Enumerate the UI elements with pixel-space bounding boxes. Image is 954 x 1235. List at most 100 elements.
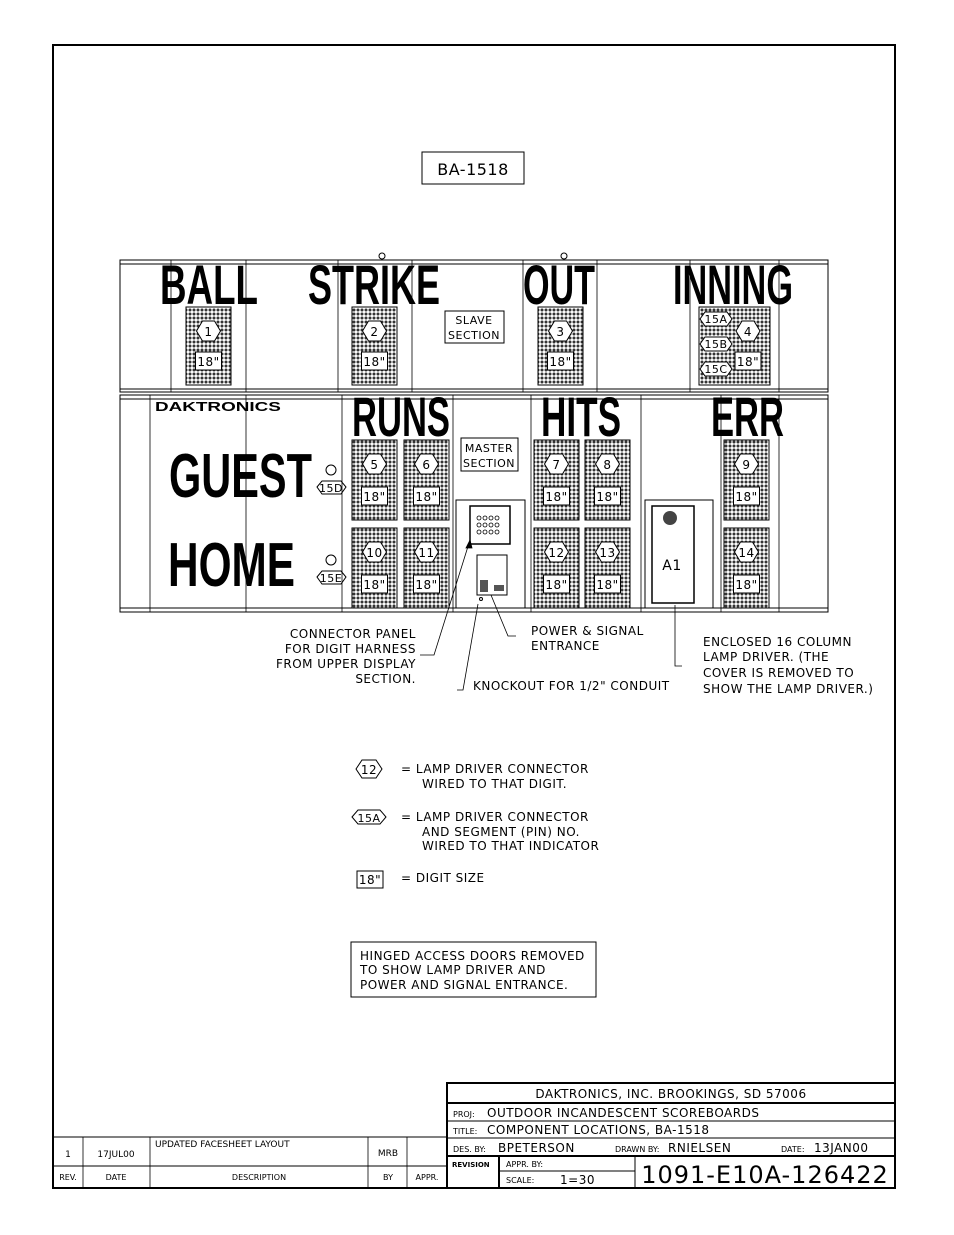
svg-text:HINGED ACCESS DOORS REMOVED: HINGED ACCESS DOORS REMOVED xyxy=(360,949,585,963)
connector-hex xyxy=(733,453,760,475)
svg-text:= LAMP DRIVER CONNECTOR: = LAMP DRIVER CONNECTOR xyxy=(401,810,589,824)
headings: BALL STRIKE OUT INNING RUNS HITS ERR GUE… xyxy=(155,253,793,600)
drawing-title: COMPONENT LOCATIONS, BA-1518 xyxy=(487,1123,709,1137)
svg-text:WIRED TO THAT DIGIT.: WIRED TO THAT DIGIT. xyxy=(422,777,567,791)
legend: 12 = LAMP DRIVER CONNECTOR WIRED TO THAT… xyxy=(351,759,599,889)
digit-size: 18" xyxy=(545,578,567,592)
svg-text:APPR. BY:: APPR. BY: xyxy=(506,1160,543,1169)
callout-power-signal: POWER & SIGNAL ENTRANCE xyxy=(531,624,644,653)
indicator-15b: 15B xyxy=(699,336,733,352)
hex-connector-symbol xyxy=(355,759,383,779)
connector-hex xyxy=(361,453,388,475)
digit-number: 8 xyxy=(603,458,611,472)
digit-size: 18" xyxy=(363,490,385,504)
connector-panel xyxy=(469,505,511,545)
svg-text:DES. BY:: DES. BY: xyxy=(453,1145,486,1154)
callout-connector-panel: CONNECTOR PANEL FOR DIGIT HARNESS FROM U… xyxy=(276,627,416,686)
digit-number: 6 xyxy=(422,458,430,472)
digit-number: 4 xyxy=(744,325,752,339)
svg-text:FOR DIGIT HARNESS: FOR DIGIT HARNESS xyxy=(285,642,416,656)
indicator-lamp-icon xyxy=(325,464,337,476)
digit-number: 7 xyxy=(552,458,560,472)
title-block: DAKTRONICS, INC. BROOKINGS, SD 57006 PRO… xyxy=(446,1082,896,1189)
svg-text:PROJ:: PROJ: xyxy=(453,1110,475,1119)
digit-size: 18" xyxy=(197,355,219,369)
digit-module-3: 318" xyxy=(537,306,584,386)
indicator-15d: 15D xyxy=(316,464,347,495)
svg-text:SCALE:: SCALE: xyxy=(506,1176,534,1185)
indicator-15e: 15E xyxy=(316,554,347,585)
digit-module-13: 13 18" xyxy=(584,527,631,609)
drawn-by: RNIELSEN xyxy=(668,1141,731,1155)
svg-text:SHOW THE LAMP DRIVER.): SHOW THE LAMP DRIVER.) xyxy=(703,682,873,696)
svg-text:TITLE:: TITLE: xyxy=(452,1127,477,1136)
heading-hits: HITS xyxy=(541,386,621,448)
digit-module-9: 918" xyxy=(723,439,770,521)
digit-size: 18" xyxy=(737,355,759,369)
digit-modules: 118"218"318"418"15A15B15C518"618"718"818… xyxy=(185,306,771,609)
designer: BPETERSON xyxy=(498,1141,575,1155)
svg-text:SECTION: SECTION xyxy=(463,457,515,470)
connector-hex xyxy=(594,541,621,563)
digit-module-6: 6 18" xyxy=(403,439,450,521)
indicator-15c: 15C xyxy=(699,361,733,377)
svg-text:15A: 15A xyxy=(357,812,380,825)
slave-section-label: SLAVE SECTION xyxy=(444,310,505,344)
svg-text:A1: A1 xyxy=(662,558,681,574)
heading-err: ERR xyxy=(711,385,784,448)
digit-size: 18" xyxy=(596,578,618,592)
svg-text:15C: 15C xyxy=(704,363,727,376)
digit-size: 18" xyxy=(735,578,757,592)
digit-size: 18" xyxy=(545,490,567,504)
digit-number: 11 xyxy=(418,546,434,560)
svg-text:MRB: MRB xyxy=(378,1149,398,1159)
svg-text:POWER AND SIGNAL ENTRANCE.: POWER AND SIGNAL ENTRANCE. xyxy=(360,978,568,992)
svg-text:POWER & SIGNAL: POWER & SIGNAL xyxy=(531,624,644,638)
indicator-connector-symbol xyxy=(351,809,387,825)
svg-text:TO SHOW LAMP DRIVER AND: TO SHOW LAMP DRIVER AND xyxy=(359,963,546,977)
svg-text:15D: 15D xyxy=(319,482,343,495)
svg-text:KNOCKOUT FOR 1/2" CONDUIT: KNOCKOUT FOR 1/2" CONDUIT xyxy=(473,679,670,693)
scoreboard xyxy=(119,252,829,613)
digit-size-symbol xyxy=(356,870,384,889)
svg-text:MASTER: MASTER xyxy=(465,442,513,455)
scale: 1=30 xyxy=(560,1173,595,1187)
leader-lines xyxy=(420,538,682,691)
svg-text:15A: 15A xyxy=(704,313,727,326)
digit-number: 14 xyxy=(738,546,754,560)
indicator-lamp-icon xyxy=(325,554,337,566)
connector-hex xyxy=(543,453,570,475)
svg-text:ENCLOSED 16 COLUMN: ENCLOSED 16 COLUMN xyxy=(703,635,852,649)
digit-module-11: 11 18" xyxy=(403,527,450,609)
svg-text:REV.: REV. xyxy=(59,1173,77,1182)
master-section-label: MASTER SECTION xyxy=(460,437,519,472)
svg-text:FROM UPPER DISPLAY: FROM UPPER DISPLAY xyxy=(276,657,416,671)
digit-size: 18" xyxy=(363,355,385,369)
heading-guest: GUEST xyxy=(169,442,312,511)
svg-text:12: 12 xyxy=(361,763,377,777)
connector-hex xyxy=(733,541,760,563)
digit-size: 18" xyxy=(596,490,618,504)
digit-number: 1 xyxy=(204,325,212,339)
svg-text:COVER IS REMOVED TO: COVER IS REMOVED TO xyxy=(703,666,854,680)
digit-number: 13 xyxy=(599,546,615,560)
svg-text:DESCRIPTION: DESCRIPTION xyxy=(232,1173,286,1182)
callout-knockout: KNOCKOUT FOR 1/2" CONDUIT xyxy=(473,679,670,693)
model-label: BA-1518 xyxy=(421,151,525,185)
note-box: HINGED ACCESS DOORS REMOVED TO SHOW LAMP… xyxy=(350,941,597,998)
svg-text:DATE:: DATE: xyxy=(781,1145,805,1154)
digit-size: 18" xyxy=(735,490,757,504)
svg-text:BY: BY xyxy=(383,1173,393,1182)
svg-text:BA-1518: BA-1518 xyxy=(437,160,509,179)
svg-text:APPR.: APPR. xyxy=(416,1173,439,1182)
connector-hex xyxy=(413,541,440,563)
digit-size: 18" xyxy=(415,490,437,504)
digit-module-7: 7 18" xyxy=(533,439,580,521)
heading-runs: RUNS xyxy=(352,385,450,448)
svg-text:SECTION.: SECTION. xyxy=(355,672,416,686)
digit-module-14: 14 18" xyxy=(723,527,770,609)
drawing-number: 1091-E10A-126422 xyxy=(641,1161,889,1189)
connector-hex xyxy=(361,320,388,342)
digit-size: 18" xyxy=(415,578,437,592)
